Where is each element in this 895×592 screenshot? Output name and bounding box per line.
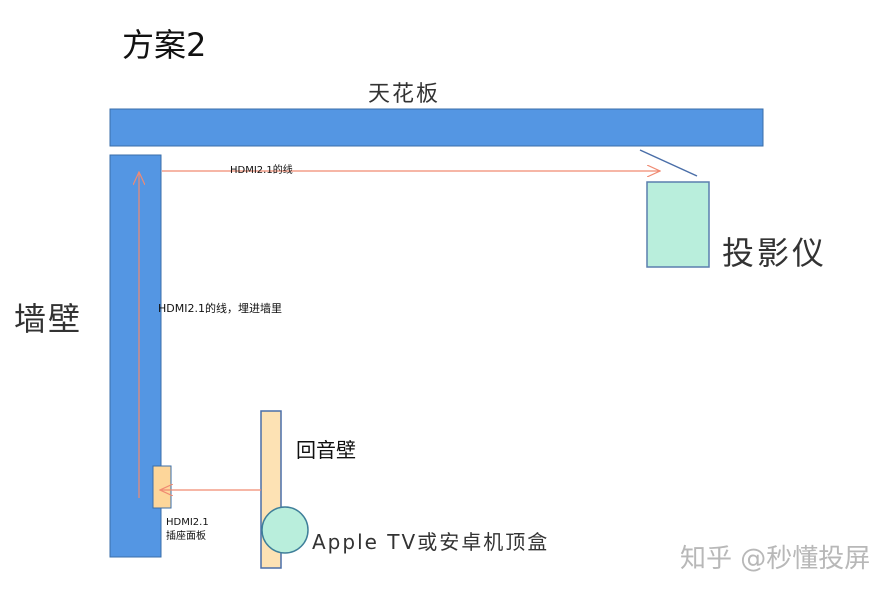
ceiling-bar [109,108,764,147]
panel-label-line2: 插座面板 [166,531,206,542]
cable-in-wall-label: HDMI2.1的线，埋进墙里 [158,302,282,315]
hdmi-socket-panel-label: HDMI2.1 插座面板 [166,516,209,544]
hdmi-socket-panel [152,465,172,509]
soundbar-label: 回音壁 [296,438,356,462]
projector-box [646,181,710,268]
ceiling-label: 天花板 [368,82,441,107]
wall-label: 墙壁 [14,300,83,338]
projector-label: 投影仪 [722,234,828,272]
projector-mount [639,149,698,177]
cable-to-projector-label: HDMI2.1的线 [230,165,293,176]
page-title: 方案2 [122,26,207,64]
streaming-device-label: Apple TV或安卓机顶盒 [312,530,550,554]
watermark: 知乎 @秒懂投屏 [680,544,871,574]
streaming-device [261,506,309,554]
panel-label-line1: HDMI2.1 [166,517,209,528]
